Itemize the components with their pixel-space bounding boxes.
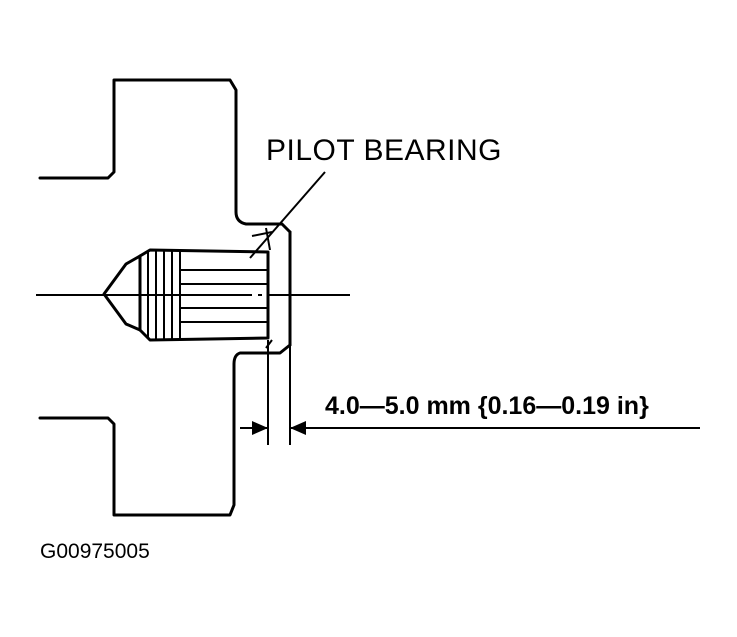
dimension-arrowhead-left — [252, 421, 268, 435]
dimension-arrowhead-right — [290, 421, 306, 435]
housing-outline-upper — [38, 78, 292, 234]
dimension-label: 4.0—5.0 mm {0.16—0.19 in} — [325, 392, 649, 420]
shaft-spline-teeth — [180, 269, 268, 323]
housing-outline-lower — [38, 343, 292, 517]
shaft-nose-cone — [102, 254, 142, 332]
leader-line — [249, 171, 326, 259]
part-label: PILOT BEARING — [266, 134, 503, 167]
figure-id: G00975005 — [40, 540, 150, 563]
